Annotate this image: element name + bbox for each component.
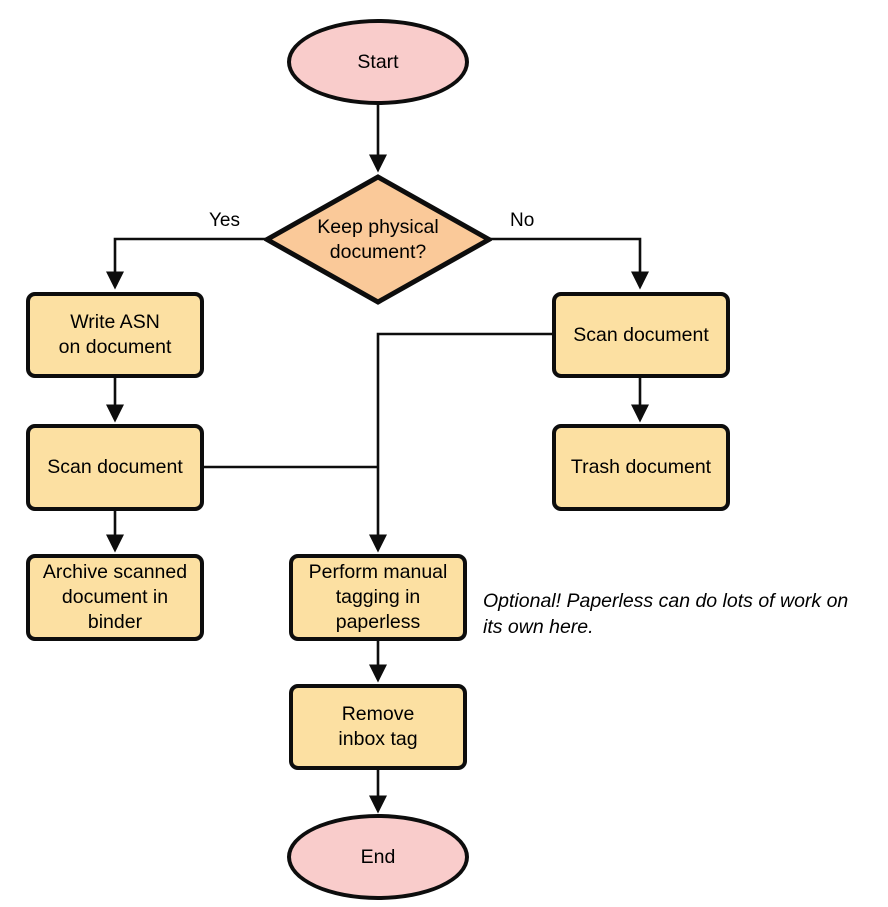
node-tagging-label-line3: paperless xyxy=(335,611,421,633)
node-tagging-label-line2: tagging in xyxy=(335,586,421,608)
node-decision-keep-physical-document[interactable]: Keep physical document? xyxy=(264,174,492,305)
annotation-optional-note-line2: its own here. xyxy=(483,616,594,638)
node-archive-label: Archive scanned document in binder xyxy=(43,560,187,635)
node-remove-inbox-label-line2: inbox tag xyxy=(338,728,418,750)
node-end[interactable]: End xyxy=(287,814,469,900)
node-decision-label-line1: Keep physical xyxy=(317,215,439,238)
annotation-optional-note: Optional! Paperless can do lots of work … xyxy=(483,588,883,640)
node-scan-document-left-label: Scan document xyxy=(47,456,183,478)
edge-scan-right-to-tagging xyxy=(368,332,552,553)
node-trash-document[interactable]: Trash document xyxy=(552,424,730,511)
annotation-optional-note-line1: Optional! Paperless can do lots of work … xyxy=(483,590,849,612)
node-archive-label-line1: Archive scanned xyxy=(42,561,188,583)
edge-label-yes: Yes xyxy=(209,210,240,231)
node-tagging-label: Perform manual tagging in paperless xyxy=(309,560,448,635)
node-remove-inbox-tag[interactable]: Remove inbox tag xyxy=(289,684,467,770)
edge-label-no: No xyxy=(510,210,535,231)
node-write-asn-label-line1: Write ASN xyxy=(70,311,160,333)
node-remove-inbox-label: Remove inbox tag xyxy=(338,702,417,752)
node-archive-label-line2: document in xyxy=(61,586,169,608)
node-tagging-label-line1: Perform manual xyxy=(308,561,448,583)
node-scan-document-right-label: Scan document xyxy=(573,323,709,346)
node-write-asn-label: Write ASN on document xyxy=(59,310,172,360)
node-decision-label: Keep physical document? xyxy=(264,174,492,305)
node-decision-label-line2: document? xyxy=(329,240,427,263)
node-write-asn-label-line2: on document xyxy=(58,336,172,358)
node-trash-document-label: Trash document xyxy=(570,456,712,478)
node-scan-document-left[interactable]: Scan document xyxy=(26,424,204,511)
diamond-shape xyxy=(264,174,492,305)
node-archive-label-line3: binder xyxy=(87,611,143,633)
node-archive-scanned-document[interactable]: Archive scanned document in binder xyxy=(26,554,204,641)
node-start-label: Start xyxy=(357,50,399,73)
node-write-asn-on-document[interactable]: Write ASN on document xyxy=(26,292,204,378)
node-perform-manual-tagging[interactable]: Perform manual tagging in paperless xyxy=(289,554,467,641)
node-end-label: End xyxy=(360,845,396,868)
node-remove-inbox-label-line1: Remove xyxy=(341,703,415,725)
node-start[interactable]: Start xyxy=(287,19,469,105)
node-scan-document-right[interactable]: Scan document xyxy=(552,292,730,378)
